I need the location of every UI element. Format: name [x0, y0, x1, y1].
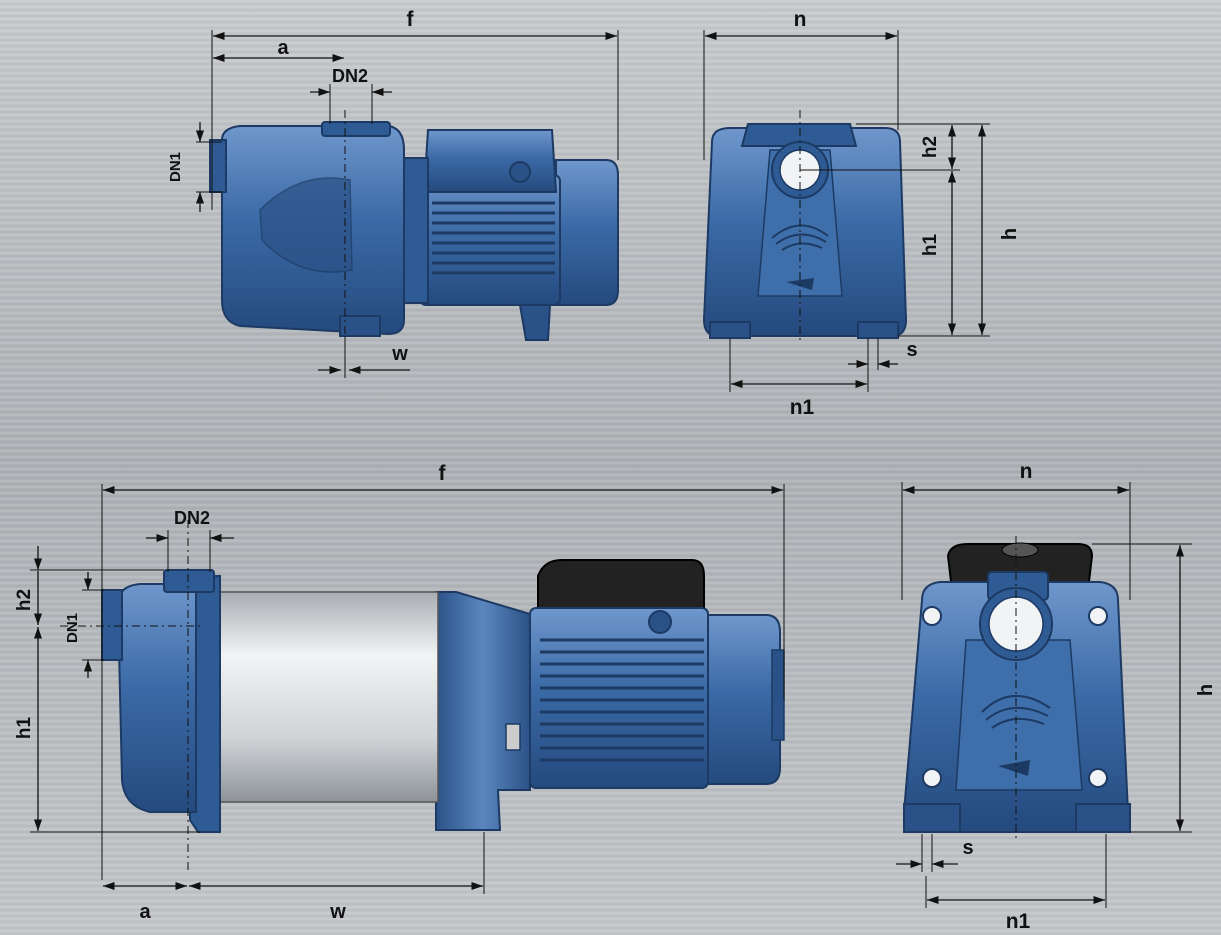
front-top-port	[1001, 542, 1039, 558]
front-foot-right	[1075, 803, 1131, 833]
motor-end-cap	[703, 614, 781, 785]
bottom-front-view: n h s n1	[896, 460, 1217, 933]
bolt-heads	[922, 606, 1108, 788]
motor-end-cap	[555, 159, 619, 306]
label-h: h	[999, 228, 1021, 240]
front-foot-left	[709, 321, 751, 339]
label-n1: n1	[1006, 910, 1031, 933]
discharge-port	[321, 121, 391, 137]
cable-gland-icon	[648, 610, 672, 634]
terminal-box	[422, 129, 558, 193]
label-a: a	[139, 901, 151, 923]
label-n1: n1	[790, 396, 815, 419]
discharge-port	[163, 569, 215, 593]
front-top-flange	[740, 123, 858, 147]
motor-body	[419, 174, 561, 306]
label-h: h	[1195, 684, 1217, 696]
front-motor-cover-black	[946, 543, 1094, 591]
motor-fins	[432, 201, 555, 275]
label-dn2: DN2	[174, 508, 210, 528]
motor-fins	[540, 638, 704, 762]
label-h2: h2	[920, 136, 941, 158]
label-dn1: DN1	[167, 152, 184, 182]
label-dn1: DN1	[64, 613, 81, 643]
bolt-icon	[922, 606, 942, 626]
front-foot-left	[903, 803, 961, 833]
label-s: s	[906, 339, 917, 361]
top-side-view: f a DN2 DN1 w	[167, 8, 619, 378]
suction-casing	[116, 583, 197, 813]
pump-foot	[339, 315, 381, 337]
motor-cover-black	[537, 559, 705, 613]
motor-foot	[518, 304, 552, 341]
bottom-side-view: f DN2 h2 h1 DN1 a w	[14, 462, 785, 923]
discharge-opening	[988, 596, 1044, 652]
front-foot-right	[857, 321, 899, 339]
cable-gland-icon	[509, 161, 531, 183]
front-mark	[998, 760, 1030, 776]
label-n: n	[794, 8, 807, 31]
fan-cover-ridge	[771, 649, 785, 741]
label-h2: h2	[14, 589, 35, 611]
label-w: w	[329, 901, 346, 923]
bolt-icon	[1088, 606, 1108, 626]
bolt-icon	[1088, 768, 1108, 788]
top-front-view: n h2 h1 h s n1	[702, 8, 1021, 419]
drain-plug	[505, 723, 521, 751]
suction-port	[101, 589, 123, 661]
label-f: f	[439, 462, 447, 485]
label-h1: h1	[14, 716, 35, 739]
label-h1: h1	[920, 233, 941, 256]
casing-relief	[259, 177, 353, 273]
label-n: n	[1020, 460, 1033, 483]
label-dn2: DN2	[332, 66, 368, 86]
bolt-icon	[922, 768, 942, 788]
label-w: w	[391, 343, 408, 365]
label-f: f	[407, 8, 415, 31]
stainless-steel-sleeve	[213, 591, 439, 803]
label-s: s	[962, 837, 973, 859]
label-a: a	[277, 37, 289, 59]
